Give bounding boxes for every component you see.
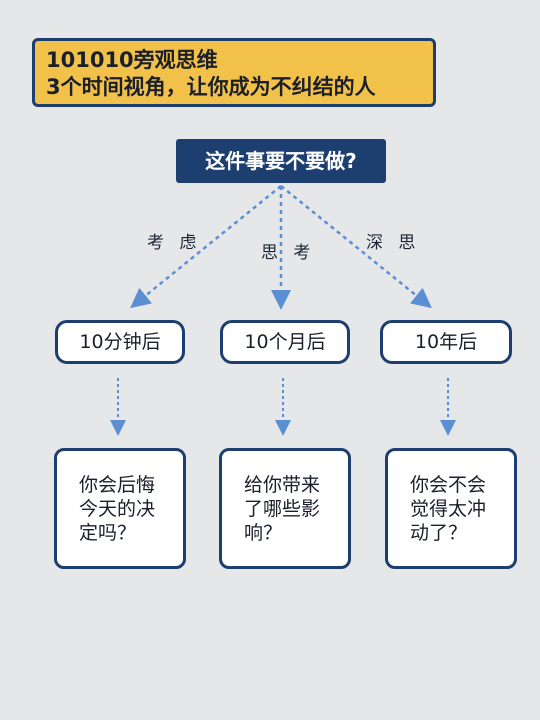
- central-question: 这件事要不要做?: [176, 139, 386, 183]
- verb-reflect: 深 思: [366, 233, 421, 253]
- question-line: 觉得太冲: [410, 498, 487, 520]
- question-line: 动了？: [410, 522, 468, 544]
- question-card-10-minutes: 你会后悔 今天的决 定吗？: [54, 448, 186, 569]
- time-10-months: 10个月后: [220, 320, 350, 364]
- title-main: 101010旁观思维: [46, 48, 218, 72]
- question-line: 了哪些影: [244, 498, 321, 520]
- title-banner: 101010旁观思维 3个时间视角，让你成为不纠结的人: [32, 38, 436, 107]
- time-10-minutes: 10分钟后: [55, 320, 185, 364]
- question-line: 你会后悔: [79, 474, 156, 496]
- verb-consider: 考 虑: [147, 233, 202, 253]
- question-line: 定吗？: [79, 522, 137, 544]
- title-subtitle: 3个时间视角，让你成为不纠结的人: [46, 75, 376, 99]
- question-line: 今天的决: [79, 498, 156, 520]
- question-line: 你会不会: [410, 474, 487, 496]
- question-card-10-months: 给你带来 了哪些影 响？: [219, 448, 351, 569]
- time-10-years: 10年后: [380, 320, 512, 364]
- question-card-10-years: 你会不会 觉得太冲 动了？: [385, 448, 517, 569]
- verb-think: 思 考: [261, 243, 316, 263]
- question-line: 响？: [244, 522, 283, 544]
- question-line: 给你带来: [244, 474, 321, 496]
